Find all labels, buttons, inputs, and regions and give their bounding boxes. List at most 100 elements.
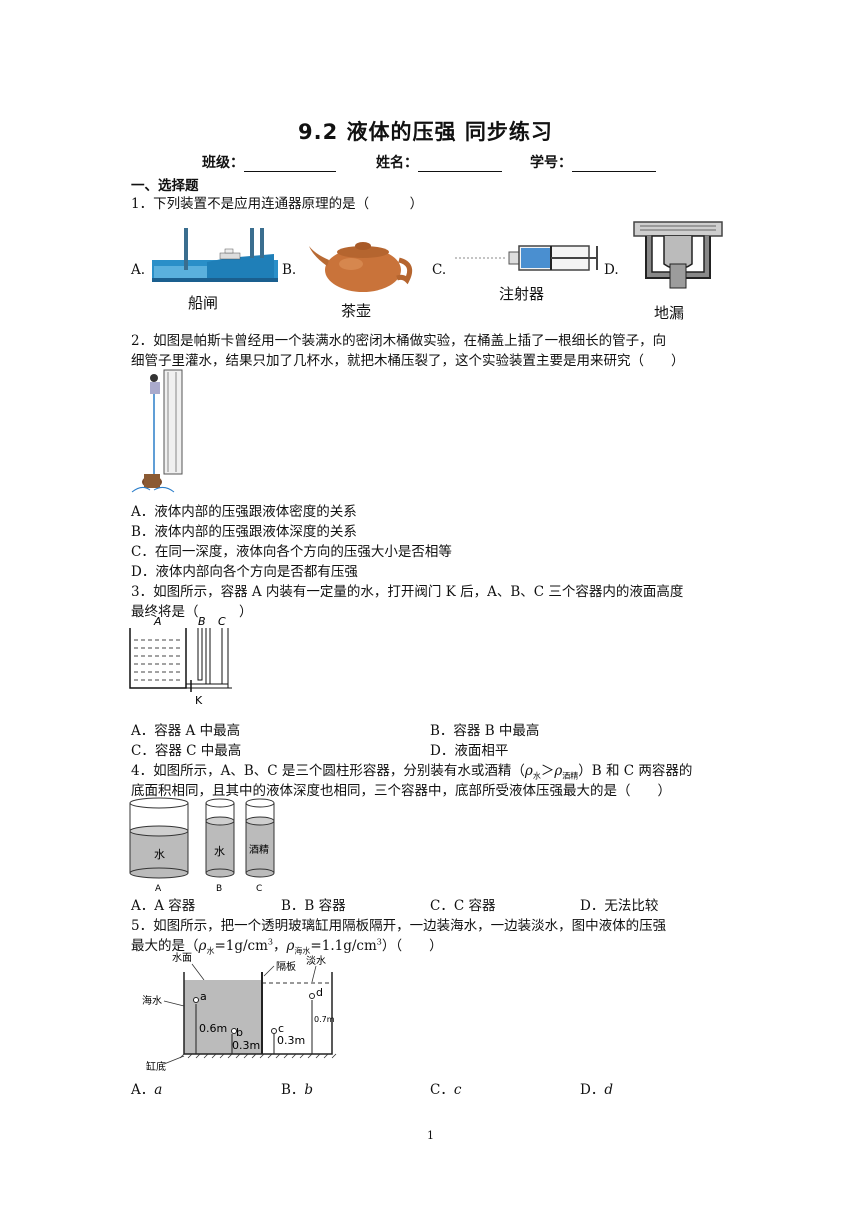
q4-stem-pre: 4．如图所示，A、B、C 是三个圆柱形容器，分别装有水或酒精（ <box>131 763 525 779</box>
q5-option-a-letter: A． <box>131 1082 155 1098</box>
rho-water-subscript: 水 <box>532 771 541 781</box>
q4-stem-line1: 4．如图所示，A、B、C 是三个圆柱形容器，分别装有水或酒精（ρ水＞ρ酒精）B … <box>131 759 692 782</box>
syringe-image <box>455 245 598 271</box>
q4-option-a[interactable]: A．A 容器 <box>131 898 196 914</box>
q5-height-a: 0.6m <box>199 1022 227 1035</box>
q3-stem-line1: 3．如图所示，容器 A 内装有一定量的水，打开阀门 K 后，A、B、C 三个容器… <box>131 584 684 600</box>
q5-option-b-letter: B． <box>281 1082 305 1098</box>
q3-option-a[interactable]: A．容器 A 中最高 <box>131 723 241 739</box>
q5-tank-diagram: 水面 隔板 淡水 海水 缸底 a 0.6m b 0.3m c 0.3m d 0.… <box>142 952 337 1073</box>
q5-option-c-letter: C． <box>430 1082 454 1098</box>
name-label: 姓名： <box>376 155 418 171</box>
class-label: 班级： <box>202 155 244 171</box>
q1-option-d[interactable]: D. <box>604 262 619 278</box>
q5-height-c: 0.3m <box>277 1034 305 1047</box>
class-blank[interactable] <box>244 157 336 172</box>
page-title: 9.2 液体的压强 同步练习 <box>298 120 553 144</box>
teapot-image <box>309 242 413 292</box>
q5-option-d-value: d <box>604 1082 613 1098</box>
pascal-barrel-image <box>131 369 183 493</box>
q5-label-water-surface: 水面 <box>172 952 192 964</box>
q5-height-b: 0.3m <box>232 1039 260 1052</box>
rho-symbol: ρ <box>524 763 533 779</box>
q4-fig-label-b: B <box>216 884 222 893</box>
cube-superscript: 3 <box>267 937 273 947</box>
id-field: 学号： <box>530 152 656 172</box>
floor-drain-caption: 地漏 <box>654 304 685 322</box>
q1-option-c[interactable]: C. <box>432 262 447 278</box>
greater-than: ＞ <box>540 763 555 779</box>
rho-sea-subscript: 海水 <box>294 946 311 956</box>
q5-height-d: 0.7m <box>314 1015 335 1024</box>
q5-label-partition: 隔板 <box>276 960 296 973</box>
rho-symbol: ρ <box>198 938 207 954</box>
q3-option-b[interactable]: B．容器 B 中最高 <box>430 723 540 739</box>
rho-symbol: ρ <box>554 763 563 779</box>
id-label: 学号： <box>530 155 572 171</box>
q5-stem-line2: 最大的是（ρ水=1g/cm3，ρ海水=1.1g/cm3）（ ） <box>131 937 443 956</box>
q5-point-b: b <box>236 1026 243 1039</box>
q5-option-d-letter: D． <box>580 1082 605 1098</box>
rho-alcohol-subscript: 酒精 <box>562 771 579 781</box>
q3-label-k: K <box>195 694 203 707</box>
q5-option-a[interactable]: A．a <box>131 1078 162 1098</box>
q4-stem-line2: 底面积相同，且其中的液体深度也相同，三个容器中，底部所受液体压强最大的是（ ） <box>131 783 671 799</box>
q5-point-a: a <box>200 990 207 1003</box>
q2-stem-line2: 细管子里灌水，结果只加了几杯水，就把木桶压裂了，这个实验装置主要是用来研究（ ） <box>131 353 685 369</box>
q5-option-d[interactable]: D．d <box>580 1078 613 1098</box>
rho-water-subscript: 水 <box>206 946 215 956</box>
q5-stem-line1: 5．如图所示，把一个透明玻璃缸用隔板隔开，一边装海水，一边装淡水，图中液体的压强 <box>131 918 667 934</box>
q4-option-d[interactable]: D．无法比较 <box>580 898 659 914</box>
q5-option-b-value: b <box>304 1082 314 1098</box>
rho-symbol: ρ <box>286 938 295 954</box>
q3-label-c: C <box>218 615 226 628</box>
page-number: 1 <box>427 1129 434 1142</box>
rho-sea-value: =1.1g/cm <box>310 938 377 954</box>
q5-label-fresh-water: 淡水 <box>306 955 326 967</box>
q5-point-d: d <box>316 986 323 999</box>
cube-superscript: 3 <box>376 937 382 947</box>
syringe-caption: 注射器 <box>499 285 545 303</box>
q3-containers-diagram: A B C K <box>129 615 232 707</box>
q1-option-a[interactable]: A. <box>131 262 146 278</box>
q3-option-c[interactable]: C．容器 C 中最高 <box>131 743 242 759</box>
q4-fig-label-c: C <box>256 884 262 893</box>
q4-fig-alcohol-c: 酒精 <box>249 843 269 856</box>
q3-option-d[interactable]: D．液面相平 <box>430 743 509 759</box>
ship-lock-image <box>152 228 278 282</box>
q5-label-sea-water: 海水 <box>142 994 162 1007</box>
teapot-caption: 茶壶 <box>341 302 372 320</box>
q4-fig-water-a: 水 <box>154 848 165 861</box>
q4-fig-label-a: A <box>155 884 162 893</box>
q4-fig-water-b: 水 <box>214 845 225 858</box>
name-field: 姓名： <box>376 152 502 172</box>
q4-option-b[interactable]: B．B 容器 <box>281 898 346 914</box>
q5-option-c-value: c <box>453 1082 462 1098</box>
rho-water-value: =1g/cm <box>214 938 268 954</box>
q3-label-a: A <box>153 615 162 628</box>
q2-option-a[interactable]: A．液体内部的压强跟液体密度的关系 <box>131 504 357 520</box>
q2-option-c[interactable]: C．在同一深度，液体向各个方向的压强大小是否相等 <box>131 544 452 560</box>
ship-lock-caption: 船闸 <box>188 294 219 312</box>
q5-label-bottom: 缸底 <box>146 1060 166 1073</box>
q2-option-b[interactable]: B．液体内部的压强跟液体深度的关系 <box>131 524 357 540</box>
q2-stem-line1: 2．如图是帕斯卡曾经用一个装满水的密闭木桶做实验，在桶盖上插了一根细长的管子，向 <box>131 333 667 349</box>
class-field: 班级： <box>202 152 336 172</box>
q2-option-d[interactable]: D．液体内部向各个方向是否都有压强 <box>131 564 358 580</box>
q3-label-b: B <box>198 615 206 628</box>
q5-option-b[interactable]: B．b <box>281 1078 313 1098</box>
q4-option-c[interactable]: C．C 容器 <box>430 898 496 914</box>
q1-option-b[interactable]: B. <box>282 262 297 278</box>
floor-drain-image <box>633 221 723 289</box>
q4-stem-post: ）B 和 C 两容器的 <box>578 763 693 779</box>
q3-stem-line2: 最终将是（ ） <box>131 604 253 620</box>
q5-point-c: c <box>278 1022 284 1035</box>
id-blank[interactable] <box>572 157 656 172</box>
section-heading: 一、选择题 <box>131 178 199 194</box>
q5-stem-pre: 最大的是（ <box>131 938 199 954</box>
q4-cylinders-diagram: 水 A 水 B 酒精 C <box>129 797 275 893</box>
name-blank[interactable] <box>418 157 502 172</box>
q5-option-c[interactable]: C．c <box>430 1078 461 1098</box>
q5-option-a-value: a <box>154 1082 163 1098</box>
q5-stem-post: ）（ ） <box>381 938 443 954</box>
